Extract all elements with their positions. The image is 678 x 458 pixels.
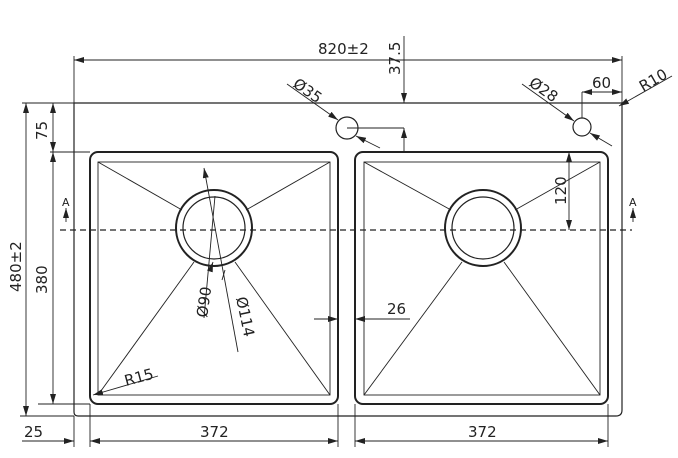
- dim-drain-offset: 120: [552, 176, 570, 205]
- dim-side-margin: 25: [24, 423, 43, 441]
- section-mark-left: A: [62, 196, 70, 209]
- dim-divider: 26: [387, 300, 406, 318]
- right-drain: [444, 189, 522, 267]
- dim-drain-outer: Ø114: [232, 295, 258, 338]
- dim-overall-depth: 480±2: [7, 241, 25, 292]
- left-bowl: [89, 151, 339, 405]
- sink-outline: [73, 102, 623, 417]
- dim-tap-hole-left: Ø35: [290, 75, 326, 107]
- dim-tap-offset: 37.5: [386, 42, 404, 75]
- dim-bowl-width-left: 372: [200, 423, 229, 441]
- right-bowl: [354, 151, 609, 405]
- left-drain: [175, 189, 253, 267]
- dim-bowl-width-right: 372: [468, 423, 497, 441]
- dim-overall-width: 820±2: [318, 40, 369, 58]
- section-mark-right: A: [629, 196, 637, 209]
- dim-drain-inner: Ø90: [193, 285, 215, 318]
- dim-tap-edge-offset: 60: [592, 74, 611, 92]
- tap-hole-right: [572, 117, 592, 137]
- dim-front-margin: 75: [33, 121, 51, 140]
- dim-corner-radius: R10: [636, 65, 671, 95]
- dim-bowl-depth: 380: [33, 265, 51, 294]
- dim-tap-hole-right: Ø28: [526, 74, 562, 106]
- dim-bowl-radius: R15: [122, 365, 155, 390]
